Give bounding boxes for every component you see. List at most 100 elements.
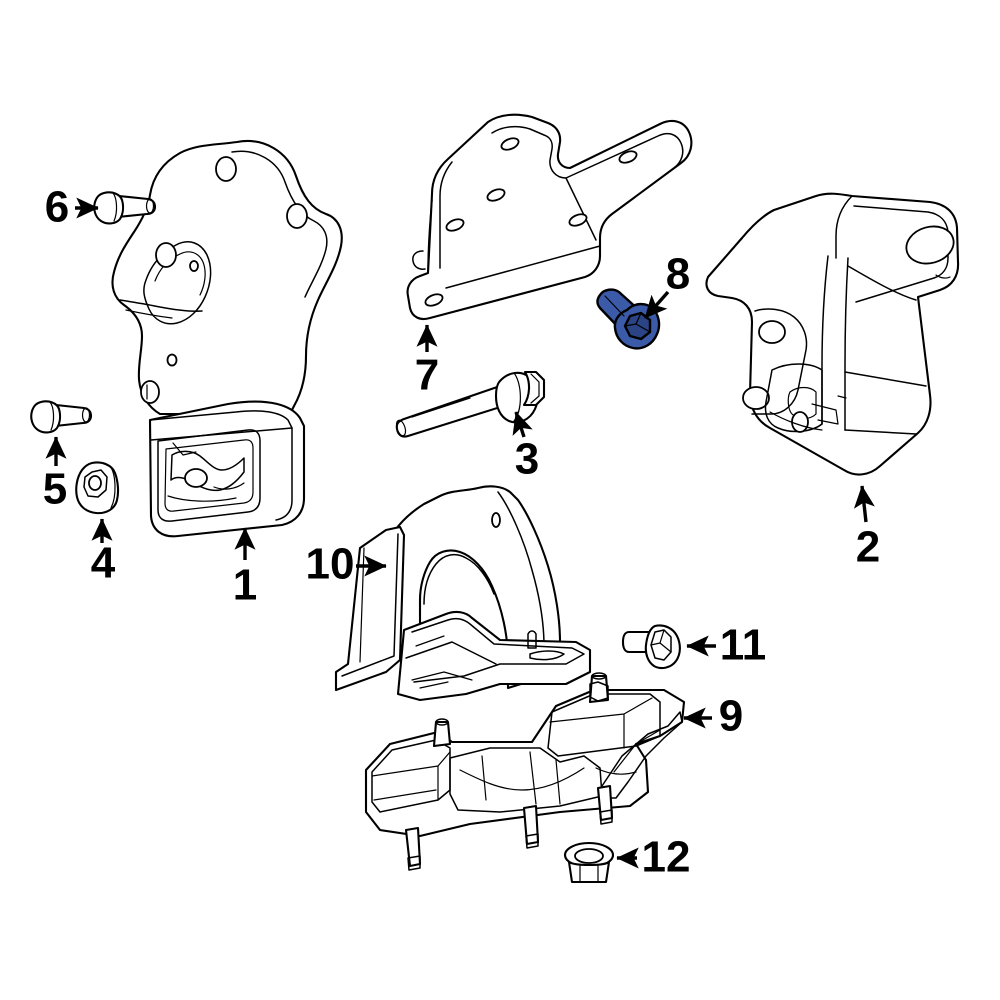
part-group-hex-flange-bolt: 11 [621, 621, 766, 670]
left-bracket-hole-bottom [140, 380, 160, 404]
stud-bolt-6-head [93, 191, 125, 225]
callout-8-leader [643, 290, 670, 320]
callout-10-label: 10 [306, 540, 355, 589]
part-group-flange-nut: 4 [75, 461, 120, 588]
transmission-mount-web-detail-3 [529, 751, 537, 805]
bracket-plate-hole-f [424, 293, 444, 307]
callout-7-label: 7 [415, 351, 439, 400]
insulator-core-hole [184, 468, 208, 488]
crossmember-base-rib-2 [415, 635, 445, 647]
bracket-plate-7-left-edge [439, 161, 453, 269]
transmission-mount-stud-left [432, 720, 452, 748]
transmission-mount-center-web [449, 747, 603, 813]
crossmember-base-lower-detail [411, 671, 473, 681]
transmission-mount-post-right-foot [599, 809, 613, 825]
flange-nut-4-hex [83, 469, 108, 498]
stud-bolt-5-tip [81, 407, 91, 423]
right-bracket-2-hole-lower [742, 386, 770, 410]
stud-bolt-5-shank [53, 403, 93, 428]
part-group-crossmember-bracket: 10 [306, 485, 592, 702]
transmission-mount-right-pad [547, 693, 661, 757]
callout-5-label: 5 [43, 465, 67, 514]
right-bracket-2-top-left-edge [835, 195, 853, 259]
bracket-plate-hole-e [445, 218, 465, 232]
bracket-plate-hole-b [618, 150, 638, 164]
right-bracket-2-pocket-detail-3 [769, 411, 823, 431]
crossmember-base-hole-slot [529, 650, 565, 661]
left-bracket-hole-top [215, 156, 237, 182]
bracket-plate-7-inner-contour-top [491, 125, 684, 179]
transmission-mount-web-detail-2 [481, 755, 487, 801]
highlighted-bolt-8-shank-hilite [604, 295, 625, 317]
right-bracket-2-hole-upper [758, 320, 786, 344]
insulator-block-top-face [149, 410, 293, 441]
bracket-plate-7-rib [445, 245, 601, 289]
left-bracket-hole-right [286, 203, 308, 229]
crossmember-saddle-edge [423, 553, 495, 605]
bracket-plate-7-tab [412, 250, 426, 270]
callout-9-label: 9 [719, 692, 743, 741]
bracket-plate-hole-d [568, 213, 588, 227]
part-group-highlighted-bolt: 8 [596, 250, 690, 350]
highlighted-bolt-8-hex-face [623, 311, 652, 341]
right-bracket-2-top-hole [905, 225, 955, 265]
transmission-mount-web-detail-4 [555, 759, 561, 805]
flange-nut-12-bore [574, 848, 604, 864]
part-group-flange-nut-12: 12 [563, 833, 691, 884]
transmission-mount-stud-right-top [591, 672, 607, 680]
transmission-mount-web-detail-5 [595, 767, 637, 775]
callout-1-label: 1 [233, 561, 257, 610]
callout-2-label: 2 [856, 523, 880, 572]
flange-nut-4-bore [88, 475, 102, 491]
flange-nut-4-flange-edge [109, 465, 116, 509]
right-bracket-2-rib-right [844, 257, 849, 431]
right-bracket-2-pocket-detail-2 [811, 403, 839, 425]
crossmember-left-gusset-fold [341, 533, 399, 677]
transmission-mount-left-pad-edge-2 [373, 789, 437, 801]
right-bracket-2-rib-left [821, 255, 829, 425]
part-group-stud-bolt-upper: 6 [45, 183, 157, 232]
hex-bolt-11-hex-edge-2 [659, 642, 672, 653]
left-bracket-hole-small-lower [166, 353, 178, 367]
insulator-core-detail-3 [167, 495, 237, 502]
callout-6-label: 6 [45, 183, 69, 232]
right-bracket-2-left-flange [751, 308, 808, 415]
bracket-plate-7-lower-arm [427, 199, 433, 274]
part-group-stud-bolt-lower: 5 [30, 400, 93, 514]
crossmember-saddle-inner [497, 491, 545, 677]
highlighted-bolt-8-hex-line-2 [635, 323, 651, 333]
crossmember-left-gusset [334, 525, 406, 692]
callout-2-leader [853, 485, 875, 523]
callout-8-label: 8 [666, 250, 690, 299]
stud-bolt-5-collar [49, 401, 55, 431]
right-bracket-2-right-wall-lower [844, 429, 917, 435]
stud-bolt-6-collar [112, 192, 118, 222]
bracket-plate-7-body [406, 113, 693, 321]
long-bolt-3-thread-line [411, 397, 471, 418]
right-bracket-2-top-hole-notch [935, 274, 951, 279]
part-group-bracket-plate: 7 [406, 113, 693, 400]
crossmember-wall-hole [491, 512, 501, 528]
bracket-plate-hole-a [500, 137, 520, 151]
insulator-front-recess [157, 429, 261, 522]
callout-12-label: 12 [642, 833, 691, 882]
crossmember-base-post [527, 630, 537, 649]
part-group-transmission-mount: 9 [364, 672, 743, 871]
right-bracket-2-right-wall [844, 371, 927, 387]
right-bracket-2-pocket-hole [791, 411, 809, 433]
right-bracket-2-rib-join [847, 265, 917, 301]
insulator-core-detail-1 [172, 442, 197, 456]
crossmember-base-top-face [411, 617, 585, 683]
crossmember-base-rib [405, 641, 497, 665]
crossmember-base-lower-detail-2 [419, 681, 449, 689]
right-bracket-2-pocket-detail-4 [837, 395, 847, 399]
left-bracket-face-pocket [143, 241, 212, 325]
transmission-mount-strut-line [613, 729, 661, 773]
insulator-front-recess-inner [164, 439, 254, 512]
callout-3-leader [512, 411, 533, 438]
stud-bolt-6-shank [116, 194, 157, 219]
part-group-long-bolt: 3 [395, 370, 546, 484]
transmission-mount-post-mid-foot [525, 833, 539, 849]
left-bracket-step-line-2 [125, 309, 173, 319]
